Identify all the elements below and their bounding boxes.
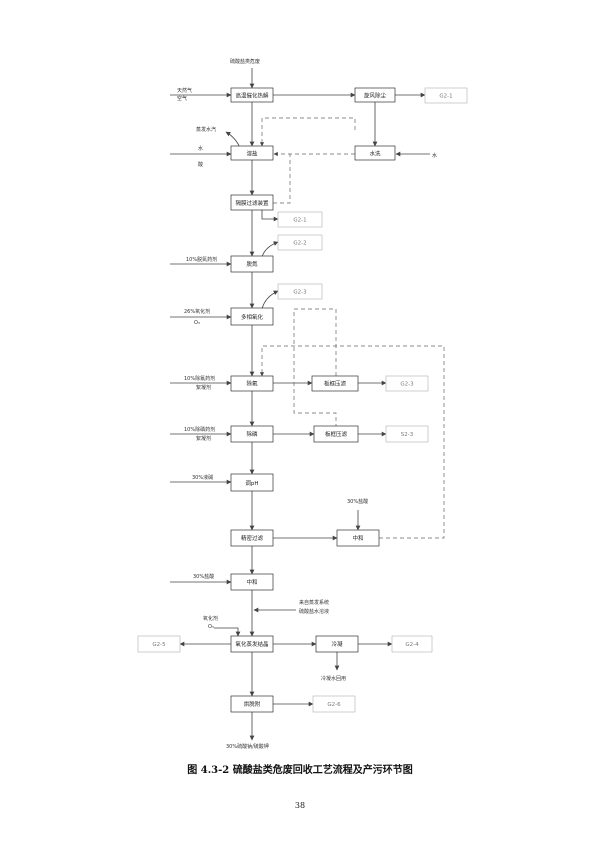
top-input-label: 硫酸盐类危废 bbox=[230, 58, 260, 65]
svg-text:G2-5: G2-5 bbox=[152, 642, 166, 648]
node-cyclone: 旋风除尘 bbox=[354, 87, 396, 103]
input-water: 水 bbox=[198, 145, 203, 152]
svg-text:板框压滤: 板框压滤 bbox=[324, 380, 347, 388]
mother-liquor-1: 来自蒸发系统 bbox=[299, 599, 329, 606]
svg-text:高温催化热解: 高温催化热解 bbox=[235, 92, 269, 100]
svg-text:水洗: 水洗 bbox=[369, 150, 381, 158]
input-gas-1: 天然气 bbox=[177, 87, 192, 94]
input-defluor-2: 絮凝剂 bbox=[196, 384, 211, 391]
svg-text:G2-3: G2-3 bbox=[400, 382, 414, 388]
emission-g2-3-top: G2-3 bbox=[277, 283, 323, 300]
node-pyrolysis: 高温催化热解 bbox=[230, 87, 274, 103]
input-acid: 酸 bbox=[198, 161, 203, 168]
input-water-right: 水 bbox=[432, 152, 437, 159]
svg-text:除磷: 除磷 bbox=[246, 430, 258, 438]
input-denitro: 10%脱氮药剂 bbox=[186, 256, 217, 263]
emission-g2-5: G2-5 bbox=[137, 635, 181, 653]
node-desorption: 烘脱附 bbox=[230, 695, 274, 713]
svg-text:板框压滤: 板框压滤 bbox=[325, 430, 348, 438]
node-defluor: 除氟 bbox=[230, 375, 274, 392]
input-acid-right: 30%盐酸 bbox=[347, 498, 368, 505]
svg-text:烘脱附: 烘脱附 bbox=[244, 700, 261, 708]
svg-text:G2-4: G2-4 bbox=[405, 642, 419, 648]
input-acid-neutral: 30%盐酸 bbox=[193, 573, 214, 580]
svg-text:精密过滤: 精密过滤 bbox=[241, 534, 264, 542]
input-ozone-bottom: O₃ bbox=[208, 624, 214, 630]
svg-text:多相氧化: 多相氧化 bbox=[241, 313, 264, 321]
input-gas-2: 空气 bbox=[177, 95, 187, 102]
mother-liquor-2: 硫酸盐水溶液 bbox=[299, 608, 329, 615]
svg-text:氧化蒸发结晶: 氧化蒸发结晶 bbox=[235, 640, 269, 648]
product-label: 30%硫酸钠/硫酸钾 bbox=[226, 743, 269, 750]
input-oxidant-bottom: 氧化剂 bbox=[203, 615, 218, 622]
svg-text:G2-1: G2-1 bbox=[293, 218, 306, 224]
condensate-label: 冷凝水回用 bbox=[321, 675, 346, 682]
node-ph-adjust: 调pH bbox=[230, 473, 274, 492]
node-oxidation: 多相氧化 bbox=[230, 307, 274, 326]
svg-text:除氟: 除氟 bbox=[246, 380, 258, 388]
node-dissolve: 溶盐 bbox=[230, 145, 274, 161]
svg-text:G2-1: G2-1 bbox=[439, 94, 452, 100]
input-dephos-1: 10%除磷药剂 bbox=[184, 426, 215, 433]
svg-text:脱氮: 脱氮 bbox=[246, 260, 258, 268]
figure-caption: 图 4.3-2 硫酸盐类危废回收工艺流程及产污环节图 bbox=[187, 765, 413, 776]
svg-text:中和: 中和 bbox=[352, 534, 363, 542]
svg-text:隔膜过滤装置: 隔膜过滤装置 bbox=[235, 199, 269, 207]
node-washing: 水洗 bbox=[354, 145, 396, 161]
emission-g2-4: G2-4 bbox=[391, 635, 433, 653]
node-membrane-filter: 隔膜过滤装置 bbox=[230, 194, 274, 211]
page-number: 38 bbox=[294, 801, 306, 810]
svg-text:旋风除尘: 旋风除尘 bbox=[364, 92, 387, 100]
node-neutralize: 中和 bbox=[230, 573, 274, 591]
emission-g2-1: G2-1 bbox=[277, 211, 323, 228]
emission-s2-3: S2-3 bbox=[385, 425, 429, 443]
emission-g2-2: G2-2 bbox=[277, 234, 323, 251]
input-alkali: 30%液碱 bbox=[192, 474, 213, 481]
emission-g2-1-top: G2-1 bbox=[424, 87, 468, 104]
svg-text:G2-6: G2-6 bbox=[327, 702, 341, 708]
emission-g2-3: G2-3 bbox=[385, 375, 429, 392]
svg-text:溶盐: 溶盐 bbox=[246, 150, 258, 158]
input-oxidant: 26%氧化剂 bbox=[184, 308, 210, 315]
node-neutralize-right: 中和 bbox=[336, 529, 380, 547]
node-condense: 冷凝 bbox=[315, 635, 359, 653]
node-filter-press-1: 板框压滤 bbox=[311, 375, 359, 392]
svg-text:G2-3: G2-3 bbox=[293, 290, 307, 296]
svg-text:G2-2: G2-2 bbox=[293, 241, 306, 247]
node-filter-press-2: 板框压滤 bbox=[313, 425, 359, 443]
node-dephos: 除磷 bbox=[230, 425, 274, 443]
input-ozone: O₃ bbox=[194, 320, 200, 326]
steam-label: 蒸发水汽 bbox=[196, 126, 216, 133]
node-precise-filter: 精密过滤 bbox=[230, 529, 274, 547]
svg-text:S2-3: S2-3 bbox=[401, 432, 414, 438]
svg-text:中和: 中和 bbox=[246, 578, 257, 586]
emission-g2-6: G2-6 bbox=[312, 695, 356, 713]
node-denitro: 脱氮 bbox=[230, 255, 274, 273]
svg-text:调pH: 调pH bbox=[245, 479, 258, 487]
svg-text:冷凝: 冷凝 bbox=[331, 640, 343, 648]
input-dephos-2: 絮凝剂 bbox=[196, 435, 211, 442]
node-evap-crystal: 氧化蒸发结晶 bbox=[230, 635, 274, 653]
input-defluor-1: 10%除氟药剂 bbox=[184, 375, 215, 382]
